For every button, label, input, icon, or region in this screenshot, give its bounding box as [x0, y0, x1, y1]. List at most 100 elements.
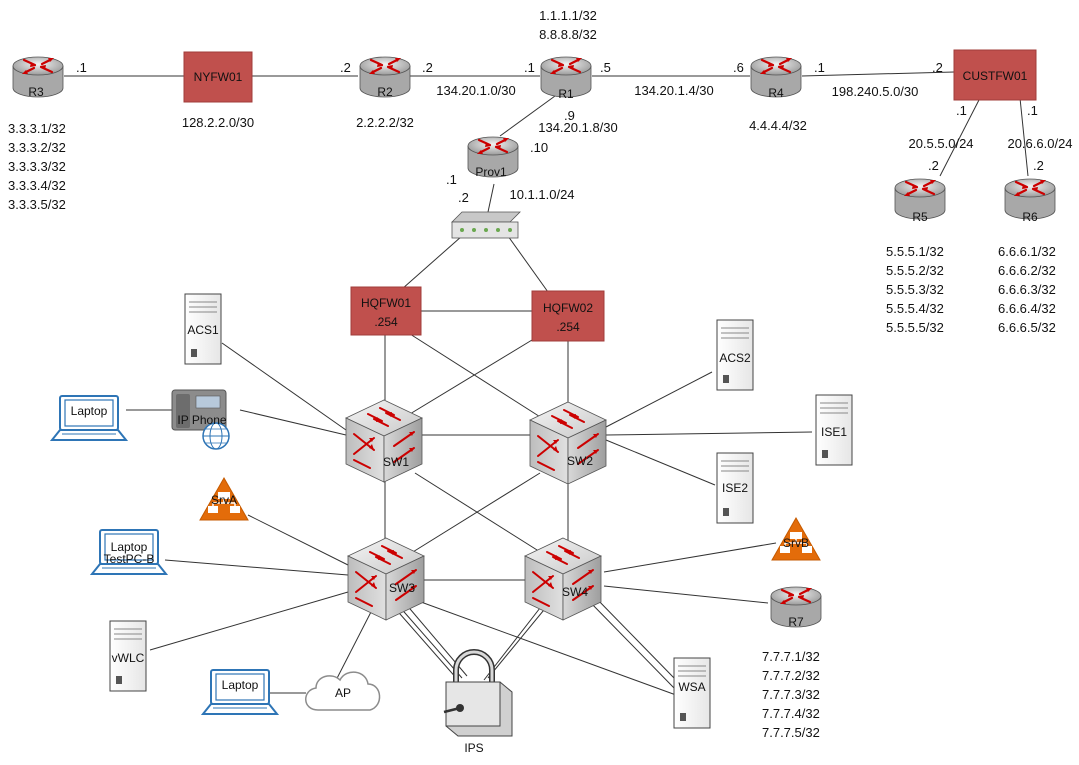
- server-wsa[interactable]: WSA: [673, 657, 711, 729]
- ip-phone-icon[interactable]: IP Phone: [171, 389, 230, 450]
- if-r2-r1: .2: [422, 60, 433, 75]
- r3-loopback-2: 3.3.3.2/32: [8, 140, 66, 155]
- server-ise1[interactable]: ISE1: [815, 394, 853, 466]
- r7-loopback-3: 7.7.7.3/32: [762, 687, 820, 702]
- r6-loopback-3: 6.6.6.3/32: [998, 282, 1056, 297]
- router-prov1[interactable]: Prov1: [466, 135, 520, 179]
- if-r1-prov: .9: [564, 108, 575, 123]
- router-r6-label: R6: [1022, 210, 1038, 224]
- if-r6-cust: .2: [1033, 158, 1044, 173]
- r3-loopback-5: 3.3.3.5/32: [8, 197, 66, 212]
- router-r7[interactable]: R7: [769, 585, 823, 629]
- srvb-label: SrvB: [783, 536, 809, 550]
- if-r4-cust: .1: [814, 60, 825, 75]
- if-cust-r5: .1: [956, 103, 967, 118]
- server-vwlc[interactable]: vWLC: [109, 620, 147, 692]
- r6-loopback-1: 6.6.6.1/32: [998, 244, 1056, 259]
- laptop-2-label: Laptop: [111, 540, 148, 554]
- router-r4[interactable]: R4: [749, 55, 803, 100]
- if-prov-sw: .1: [446, 172, 457, 187]
- r5-loopback-2: 5.5.5.2/32: [886, 263, 944, 278]
- net-r1-prov: 134.20.1.8/30: [538, 120, 618, 135]
- router-r2-label: R2: [377, 85, 393, 99]
- router-r1-label: R1: [558, 87, 574, 101]
- router-r3[interactable]: R3: [11, 55, 65, 99]
- ap-cloud-icon[interactable]: AP: [305, 671, 381, 711]
- if-hub-up: .2: [458, 190, 469, 205]
- net-r6: 20.6.6.0/24: [1007, 136, 1072, 151]
- firewall-hqfw02-ip: .254: [556, 320, 580, 334]
- switch-sw1[interactable]: SW1: [345, 399, 423, 483]
- hub-device[interactable]: [451, 211, 521, 239]
- net-r1-r4: 134.20.1.4/30: [634, 83, 714, 98]
- laptop-3-label: Laptop: [222, 678, 259, 692]
- laptop-3[interactable]: Laptop: [202, 669, 278, 715]
- r1-loopback-2: 8.8.8.8/32: [539, 27, 597, 42]
- router-r6[interactable]: R6: [1003, 177, 1057, 224]
- r7-loopback-1: 7.7.7.1/32: [762, 649, 820, 664]
- srvb-icon[interactable]: SrvB: [771, 517, 821, 561]
- firewall-hqfw01[interactable]: HQFW01 .254: [350, 286, 422, 336]
- server-ise1-label: ISE1: [821, 425, 847, 439]
- network-labels: 1.1.1.1/32 8.8.8.8/32 128.2.2.0/30 2.2.2…: [8, 8, 1073, 740]
- switch-sw3-label: SW3: [389, 581, 415, 595]
- firewall-hqfw01-label: HQFW01: [361, 296, 411, 310]
- laptop-testpc-b[interactable]: Laptop TestPC-B: [91, 529, 167, 575]
- r6-loopback-2: 6.6.6.2/32: [998, 263, 1056, 278]
- r2-loopback: 2.2.2.2/32: [356, 115, 414, 130]
- router-r3-label: R3: [28, 85, 44, 99]
- r5-loopback-5: 5.5.5.5/32: [886, 320, 944, 335]
- r3-loopback-3: 3.3.3.3/32: [8, 159, 66, 174]
- firewall-hqfw02[interactable]: HQFW02 .254: [531, 290, 605, 342]
- r5-loopback-4: 5.5.5.4/32: [886, 301, 944, 316]
- r1-loopback-1: 1.1.1.1/32: [539, 8, 597, 23]
- ip-phone-label: IP Phone: [177, 413, 226, 427]
- server-ise2[interactable]: ISE2: [716, 452, 754, 524]
- laptop-1[interactable]: Laptop: [51, 395, 127, 441]
- r7-loopback-2: 7.7.7.2/32: [762, 668, 820, 683]
- if-r1-r4: .5: [600, 60, 611, 75]
- switch-sw3[interactable]: SW3: [347, 537, 425, 621]
- switch-sw2-label: SW2: [567, 454, 593, 468]
- interface-labels: .1 .2 .2 .1 .5 .6 .1 .2 .9 .10 .1 .1 .2 …: [76, 60, 1044, 205]
- laptop-1-label: Laptop: [71, 404, 108, 418]
- switch-sw4-label: SW4: [562, 585, 588, 599]
- if-r4-r1: .6: [733, 60, 744, 75]
- firewall-nyfw01-label: NYFW01: [194, 70, 243, 84]
- server-acs1[interactable]: ACS1: [184, 293, 222, 365]
- firewall-nyfw01[interactable]: NYFW01: [183, 51, 253, 103]
- server-ise2-label: ISE2: [722, 481, 748, 495]
- r5-loopback-3: 5.5.5.3/32: [886, 282, 944, 297]
- ap-label: AP: [335, 686, 351, 700]
- ips-lock-icon[interactable]: IPS: [443, 649, 513, 755]
- router-r1[interactable]: R1: [539, 55, 593, 101]
- if-r3-nyfw: .1: [76, 60, 87, 75]
- if-cust-r4: .2: [932, 60, 943, 75]
- server-vwlc-label: vWLC: [112, 651, 145, 665]
- srva-icon[interactable]: SrvA: [199, 477, 249, 521]
- net-prov-hq: 10.1.1.0/24: [509, 187, 574, 202]
- server-wsa-label: WSA: [678, 680, 705, 694]
- net-r4-cust: 198.240.5.0/30: [832, 84, 919, 99]
- router-prov1-label: Prov1: [475, 165, 507, 179]
- server-acs2[interactable]: ACS2: [716, 319, 754, 391]
- switch-sw2[interactable]: SW2: [529, 401, 607, 485]
- switch-sw1-label: SW1: [383, 455, 409, 469]
- router-r5-label: R5: [912, 210, 928, 224]
- if-r1-r2: .1: [524, 60, 535, 75]
- switch-sw4[interactable]: SW4: [524, 537, 602, 621]
- laptop-2-sublabel: TestPC-B: [104, 552, 155, 566]
- server-acs2-label: ACS2: [719, 351, 751, 365]
- router-r5[interactable]: R5: [893, 177, 947, 224]
- net-nyfw: 128.2.2.0/30: [182, 115, 254, 130]
- srva-label: SrvA: [211, 493, 237, 507]
- net-r2-r1: 134.20.1.0/30: [436, 83, 516, 98]
- r5-loopback-1: 5.5.5.1/32: [886, 244, 944, 259]
- router-r2[interactable]: R2: [358, 55, 412, 99]
- ips-label: IPS: [464, 741, 483, 755]
- firewall-custfw01[interactable]: CUSTFW01: [953, 49, 1037, 101]
- if-prov-r1: .10: [530, 140, 548, 155]
- net-r5: 20.5.5.0/24: [908, 136, 973, 151]
- if-cust-r6: .1: [1027, 103, 1038, 118]
- firewall-hqfw01-ip: .254: [374, 315, 398, 329]
